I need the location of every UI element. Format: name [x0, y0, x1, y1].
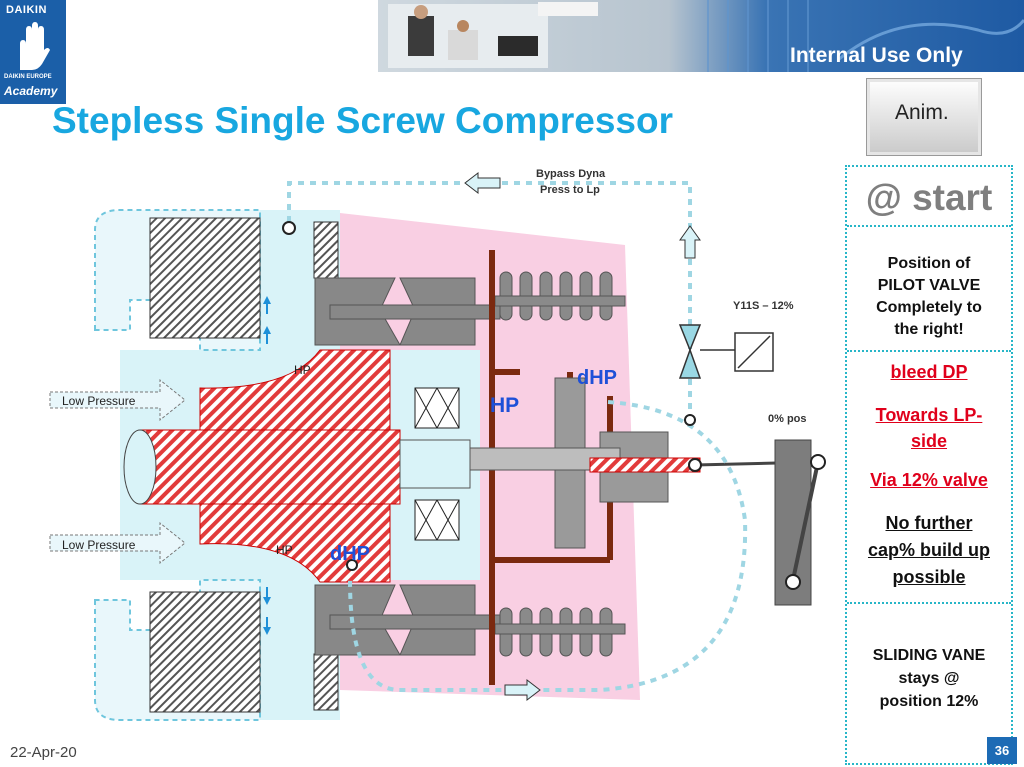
bypass-arrow-left-icon	[464, 171, 501, 195]
hp-label-bottom: HP	[276, 543, 293, 557]
sliding-line-3: position 12%	[879, 693, 979, 710]
housing-bottom	[149, 591, 261, 713]
valve-label: Y11S – 12%	[733, 300, 794, 312]
lp-arrow-top-icon	[49, 378, 186, 422]
logo-academy: Academy	[4, 84, 58, 98]
shaft-end	[123, 429, 157, 505]
check-valve-bottom	[414, 499, 460, 541]
panel-towards: Towards LP- side	[847, 402, 1011, 454]
screw-rotor	[199, 349, 391, 441]
check-valve-top	[414, 387, 460, 429]
panel-bleed-cell: bleed DP Towards LP- side Via 12% valve …	[847, 352, 1011, 604]
position-label: 0% pos	[768, 413, 807, 425]
bearing-top	[313, 221, 339, 279]
bypass-label-2: Press to Lp	[540, 184, 600, 196]
panel-sliding-cell: SLIDING VANE stays @ position 12%	[847, 604, 1011, 754]
hand-icon	[20, 22, 50, 70]
bypass-port	[282, 221, 296, 235]
anim-button-label: Anim.	[895, 101, 949, 124]
logo-brand: DAIKIN	[6, 4, 47, 16]
spring-top	[494, 271, 626, 321]
spring-bottom	[494, 607, 626, 657]
sliding-line-1: SLIDING VANE	[872, 647, 986, 664]
indicator-link	[791, 461, 820, 581]
pilot-line-2: PILOT VALVE	[877, 277, 981, 294]
header-photo	[378, 0, 1024, 72]
panel-bleed: bleed DP	[890, 362, 968, 382]
housing-top	[149, 217, 261, 339]
bypass-label-1: Bypass Dyna	[536, 168, 606, 180]
gate-rotor-top	[314, 277, 501, 346]
explanation-panel: @ start Position of PILOT VALVE Complete…	[845, 165, 1013, 765]
panel-nofurther: No further cap% build up possible	[847, 510, 1011, 591]
panel-start-cell: @ start	[847, 167, 1011, 227]
bearing-bottom	[313, 653, 339, 711]
panel-start: @ start	[865, 177, 993, 218]
flow-arrows-up-icon	[263, 296, 271, 344]
pilot-line-1: Position of	[887, 255, 971, 272]
shaft-core	[399, 439, 471, 489]
panel-pilot: Position of PILOT VALVE Completely to th…	[847, 253, 1011, 341]
internal-use-label: Internal Use Only	[790, 44, 963, 67]
towards-line-2: side	[910, 431, 948, 451]
daikin-logo: DAIKIN DAIKIN EUROPE Academy	[0, 0, 66, 104]
pivot-bottom	[785, 574, 801, 590]
footer-date: 22-Apr-20	[10, 744, 77, 761]
anim-button[interactable]: Anim.	[866, 78, 982, 156]
sliding-line-2: stays @	[898, 670, 960, 687]
pivot-left	[688, 458, 702, 472]
panel-sliding: SLIDING VANE stays @ position 12%	[847, 644, 1011, 713]
dhp-label-top: dHP	[577, 367, 617, 389]
page-title: Stepless Single Screw Compressor	[52, 100, 674, 141]
gate-rotor-bottom	[314, 584, 501, 656]
hp-label-top: HP	[294, 363, 311, 377]
bypass-arrow-up-icon	[679, 225, 701, 259]
lp-arrow-bottom-icon	[49, 521, 186, 565]
flow-arrows-down-icon	[263, 587, 271, 635]
compressor-diagram: Bypass Dyna Press to Lp Y11S – 12% 0% po…	[49, 168, 826, 721]
nofurther-line-3: possible	[892, 567, 966, 587]
page-number: 36	[987, 737, 1017, 764]
solenoid-valve-icon	[678, 324, 774, 379]
towards-line-1: Towards LP-	[875, 405, 983, 425]
dhp-label-bottom: dHP	[330, 543, 370, 565]
pivot-top	[810, 454, 826, 470]
low-pressure-top: Low Pressure	[62, 394, 136, 408]
return-arrow-right-icon	[504, 678, 541, 702]
pilot-line-4: the right!	[894, 321, 964, 338]
panel-via: Via 12% valve	[870, 470, 988, 490]
nofurther-line-1: No further	[885, 513, 973, 533]
panel-pilot-cell: Position of PILOT VALVE Completely to th…	[847, 227, 1011, 352]
hp-label-blue: HP	[490, 394, 519, 417]
return-port	[346, 559, 358, 571]
nofurther-line-2: cap% build up	[867, 540, 990, 560]
screw-rotor-lower	[199, 487, 391, 583]
valve-port	[684, 414, 696, 426]
logo-subtitle: DAIKIN EUROPE	[4, 74, 52, 80]
low-pressure-bottom: Low Pressure	[62, 538, 136, 552]
pilot-line-3: Completely to	[876, 299, 982, 316]
slide-rod-red	[589, 457, 701, 473]
main-shaft	[139, 429, 401, 505]
